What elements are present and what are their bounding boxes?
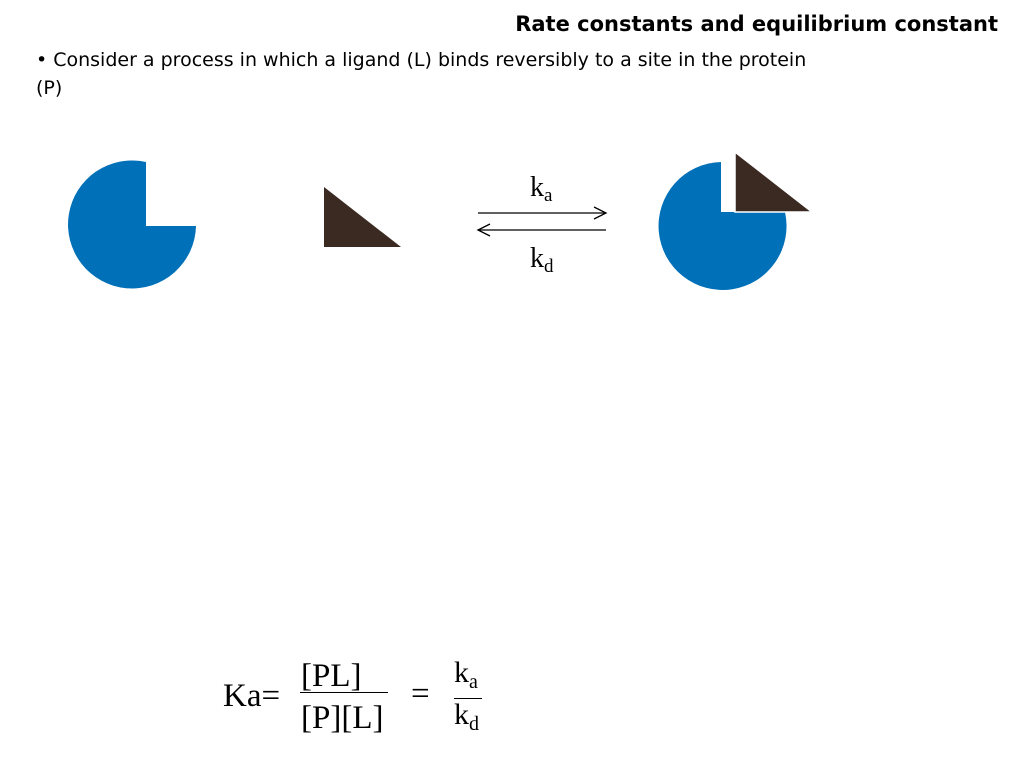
equation-lhs: Ka=: [223, 678, 281, 714]
complex-ligand-shape: [734, 150, 815, 213]
forward-rate-label: ka: [530, 172, 553, 206]
reverse-arrow: [476, 223, 606, 237]
protein-shape: [68, 160, 196, 289]
bullet-dot: •: [36, 49, 48, 71]
bullet-text: Consider a process in which a ligand (L)…: [36, 49, 807, 99]
slide-title: Rate constants and equilibrium constant: [515, 12, 998, 36]
ligand-shape: [324, 187, 401, 247]
equation-rhs-denominator: kd: [454, 698, 479, 735]
equation-fraction-bar: [300, 692, 388, 693]
equation-rhs-fraction-bar: [454, 698, 482, 699]
equation-equals: =: [411, 676, 430, 712]
equation-numerator: [PL]: [301, 658, 362, 694]
equation-denominator: [P][L]: [301, 700, 384, 736]
equation-rhs-numerator: ka: [454, 656, 478, 693]
bullet-point: •Consider a process in which a ligand (L…: [36, 46, 826, 102]
forward-arrow: [478, 206, 608, 220]
complex-protein-shape: [658, 162, 787, 290]
reverse-rate-label: kd: [530, 243, 554, 277]
